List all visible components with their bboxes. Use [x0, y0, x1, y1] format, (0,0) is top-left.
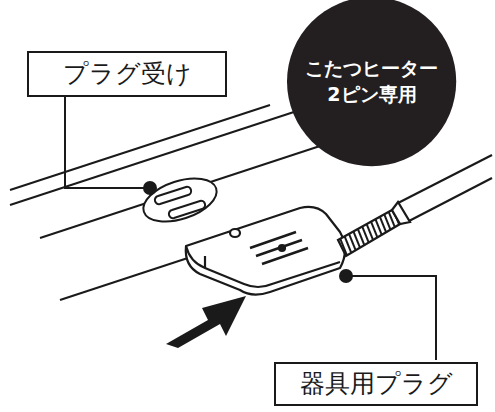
- label-box: プラグ受け: [27, 51, 227, 97]
- leader-dot: [143, 181, 157, 195]
- appliance-plug: [186, 207, 345, 295]
- leader-dot: [339, 269, 353, 283]
- badge-circle: こたつヒーター 2ピン専用: [287, 0, 456, 167]
- label-text: 器具用プラグ: [300, 370, 453, 398]
- label-box: 器具用プラグ: [274, 362, 478, 406]
- label-text: プラグ受け: [63, 60, 192, 88]
- outlet-pins: [155, 187, 205, 218]
- insert-arrow: [166, 296, 246, 348]
- badge-text: こたつヒーター 2ピン専用: [300, 56, 444, 107]
- power-cord: [338, 155, 492, 256]
